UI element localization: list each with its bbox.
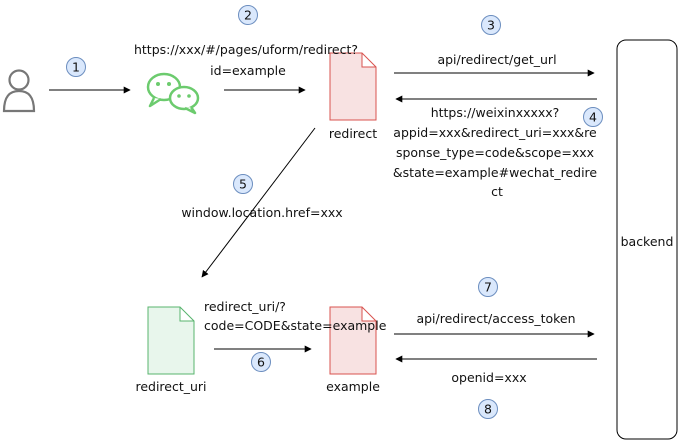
step-6-badge: 6 [251, 352, 271, 372]
redirect-doc-shape [329, 52, 377, 121]
user-icon [2, 69, 36, 113]
example-page-node: example [326, 306, 380, 394]
step-4-badge: 4 [583, 107, 603, 127]
step-8-badge: 8 [478, 399, 498, 419]
redirect-uri-page-label: redirect_uri [135, 379, 206, 394]
step-8-label: openid=xxx [451, 370, 526, 385]
step-8-number: 8 [484, 402, 492, 417]
redirect-uri-page-node: redirect_uri [135, 306, 207, 394]
step-3-badge: 3 [481, 15, 501, 35]
user-head [8, 69, 30, 91]
step-4-number: 4 [589, 110, 597, 125]
step-5-badge: 5 [233, 174, 253, 194]
example-doc-shape [329, 306, 377, 375]
user-body [2, 89, 36, 113]
wechat-icon [146, 72, 200, 115]
backend-box [616, 39, 678, 440]
step-7-number: 7 [484, 280, 492, 295]
redirect-page-label: redirect [329, 126, 377, 141]
step-6-number: 6 [257, 355, 265, 370]
step-5-number: 5 [239, 177, 247, 192]
step-7-label: api/redirect/access_token [416, 311, 575, 326]
backend-node: backend [616, 39, 678, 440]
arrow-step-5 [201, 127, 316, 278]
step-3-label: api/redirect/get_url [437, 52, 556, 67]
step-1-badge: 1 [66, 57, 86, 77]
step-5-label: window.location.href=xxx [181, 205, 342, 220]
step-4-label: https://weixinxxxxx? appid=xxx&redirect_… [393, 105, 601, 199]
step-3-number: 3 [487, 18, 495, 33]
step-2-label: https://xxx/#/pages/uform/redirect? id=e… [134, 42, 362, 78]
step-6-label: redirect_uri/? code=CODE&state=example [204, 299, 387, 333]
example-page-label: example [326, 379, 380, 394]
step-2-badge: 2 [238, 5, 258, 25]
step-2-number: 2 [244, 8, 252, 23]
backend-label: backend [621, 234, 674, 249]
step-1-number: 1 [72, 60, 80, 75]
step-7-badge: 7 [478, 277, 498, 297]
redirect-page-node: redirect [329, 52, 377, 141]
redirect-uri-doc-shape [147, 306, 195, 375]
